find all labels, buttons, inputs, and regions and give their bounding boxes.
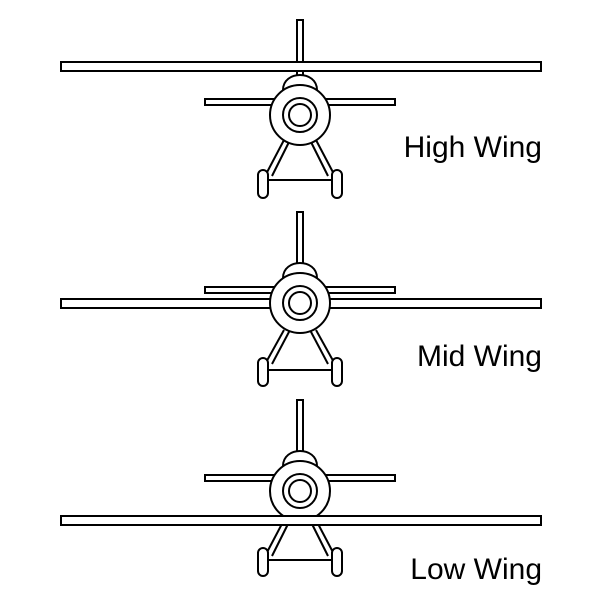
landing-gear xyxy=(257,329,343,387)
spinner xyxy=(288,291,312,315)
landing-gear xyxy=(257,139,343,199)
landing-gear xyxy=(257,519,343,577)
high-wing-label: High Wing xyxy=(404,131,542,164)
left-wheel xyxy=(257,547,269,577)
left-wheel xyxy=(257,169,269,199)
right-wheel xyxy=(331,357,343,387)
low-wing-label: Low Wing xyxy=(410,553,542,586)
low-wing-airplane xyxy=(60,399,542,577)
spinner xyxy=(288,479,312,503)
left-wheel xyxy=(257,357,269,387)
right-wheel xyxy=(331,547,343,577)
right-wheel xyxy=(331,169,343,199)
main-wing xyxy=(60,61,542,72)
mid-wing-airplane xyxy=(60,211,542,387)
main-wing xyxy=(60,515,542,526)
mid-wing-label: Mid Wing xyxy=(417,340,542,373)
high-wing-airplane xyxy=(60,19,542,199)
spinner xyxy=(288,103,312,127)
